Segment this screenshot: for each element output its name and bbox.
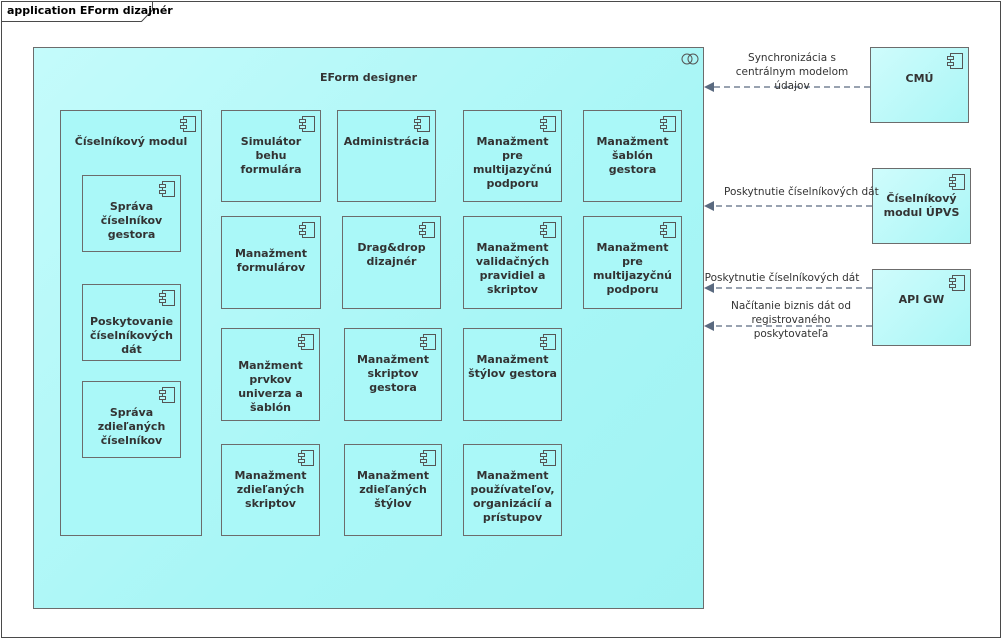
- module-label: Manažment štýlov gestora: [468, 353, 557, 380]
- external-apigw[interactable]: API GW: [872, 269, 971, 346]
- module-pouzivatelov[interactable]: Manažment používateľov, organizácií a pr…: [463, 444, 562, 536]
- module-label: Správa číselníkov gestora: [100, 200, 163, 241]
- component-icon: [179, 115, 197, 133]
- edge-label-poskytnutie-2: Poskytnutie číselníkových dát: [702, 271, 862, 285]
- component-icon: [948, 274, 966, 292]
- component-icon: [297, 449, 315, 467]
- collaboration-icon: [680, 51, 700, 65]
- external-label: Číselníkový modul ÚPVS: [883, 192, 960, 219]
- module-multijazycna-1[interactable]: Manažment pre multijazyčnú podporu: [463, 110, 562, 202]
- frame-tab-shape: [1, 1, 153, 22]
- component-icon: [946, 52, 964, 70]
- module-label: Simulátor behu formulára: [240, 135, 302, 176]
- arrowhead-icon: [704, 283, 714, 293]
- module-label: Manažment skriptov gestora: [356, 353, 430, 394]
- module-simulator[interactable]: Simulátor behu formulára: [221, 110, 321, 202]
- module-zdielanych-skriptov[interactable]: Manažment zdieľaných skriptov: [221, 444, 320, 536]
- module-sprava-zdielanych[interactable]: Správa zdieľaných číselníkov: [82, 381, 181, 458]
- external-label: API GW: [898, 293, 945, 306]
- module-sprava-ciselnikov[interactable]: Správa číselníkov gestora: [82, 175, 181, 252]
- module-label: Manžment prvkov univerza a šablón: [238, 359, 303, 414]
- module-label: Poskytovanie číselníkových dát: [89, 315, 174, 356]
- external-upvs[interactable]: Číselníkový modul ÚPVS: [872, 168, 971, 244]
- edge-label-text: Načítanie biznis dát od registrovaného p…: [730, 300, 852, 340]
- module-label: Manažment formulárov: [234, 247, 308, 274]
- module-prvkov[interactable]: Manžment prvkov univerza a šablón: [221, 328, 320, 421]
- module-dragdrop[interactable]: Drag&drop dizajnér: [342, 216, 441, 309]
- module-label: Drag&drop dizajnér: [357, 241, 426, 268]
- module-stylov-gestora[interactable]: Manažment štýlov gestora: [463, 328, 562, 421]
- module-label: Manažment validačných pravidiel a skript…: [475, 241, 550, 296]
- edge-label-nacitanie: Načítanie biznis dát od registrovaného p…: [716, 299, 866, 341]
- module-label: Manažment pre multijazyčnú podporu: [592, 241, 673, 296]
- module-label: Manažment pre multijazyčnú podporu: [472, 135, 553, 190]
- module-label: Manažment šablón gestora: [596, 135, 669, 176]
- frame-title: application EForm dizajnér: [7, 4, 173, 17]
- edge-label-poskytnutie-1: Poskytnutie číselníkových dát: [724, 185, 879, 199]
- external-cmu[interactable]: CMÚ: [870, 47, 969, 123]
- module-label: Číselníkový modul: [74, 135, 188, 148]
- component-icon: [413, 115, 431, 133]
- component-icon: [419, 333, 437, 351]
- module-zdielanych-stylov[interactable]: Manažment zdieľaných štýlov: [344, 444, 442, 536]
- module-validacnych[interactable]: Manažment validačných pravidiel a skript…: [463, 216, 562, 309]
- module-multijazycna-2[interactable]: Manažment pre multijazyčnú podporu: [583, 216, 682, 309]
- module-label: Administrácia: [343, 135, 430, 148]
- component-icon: [298, 221, 316, 239]
- edge-label-text: Synchronizácia s centrálnym modelom údaj…: [735, 52, 849, 92]
- module-administracia[interactable]: Administrácia: [337, 110, 436, 202]
- component-icon: [539, 449, 557, 467]
- external-label: CMÚ: [905, 72, 934, 85]
- component-icon: [948, 173, 966, 191]
- component-icon: [298, 115, 316, 133]
- module-formularov[interactable]: Manažment formulárov: [221, 216, 321, 309]
- component-icon: [659, 115, 677, 133]
- edge-label-text: Poskytnutie číselníkových dát: [724, 186, 879, 198]
- component-icon: [419, 449, 437, 467]
- module-label: Manažment používateľov, organizácií a pr…: [470, 469, 555, 524]
- component-icon: [158, 289, 176, 307]
- edge-label-sync: Synchronizácia s centrálnym modelom údaj…: [722, 51, 862, 93]
- component-icon: [418, 221, 436, 239]
- component-icon: [539, 221, 557, 239]
- component-icon: [659, 221, 677, 239]
- component-icon: [539, 333, 557, 351]
- edge-label-text: Poskytnutie číselníkových dát: [704, 272, 860, 284]
- module-label: Manažment zdieľaných štýlov: [356, 469, 430, 510]
- arrowhead-icon: [704, 321, 714, 331]
- arrowhead-icon: [704, 201, 714, 211]
- module-label: Správa zdieľaných číselníkov: [97, 406, 166, 447]
- module-label: Manažment zdieľaných skriptov: [234, 469, 307, 510]
- arrowhead-icon: [704, 82, 714, 92]
- component-icon: [158, 180, 176, 198]
- module-skriptov-gestora[interactable]: Manažment skriptov gestora: [344, 328, 442, 421]
- module-sablon[interactable]: Manažment šablón gestora: [583, 110, 682, 202]
- component-icon: [297, 333, 315, 351]
- module-poskytovanie[interactable]: Poskytovanie číselníkových dát: [82, 284, 181, 361]
- component-icon: [158, 386, 176, 404]
- component-icon: [539, 115, 557, 133]
- main-title: EForm designer: [319, 71, 418, 84]
